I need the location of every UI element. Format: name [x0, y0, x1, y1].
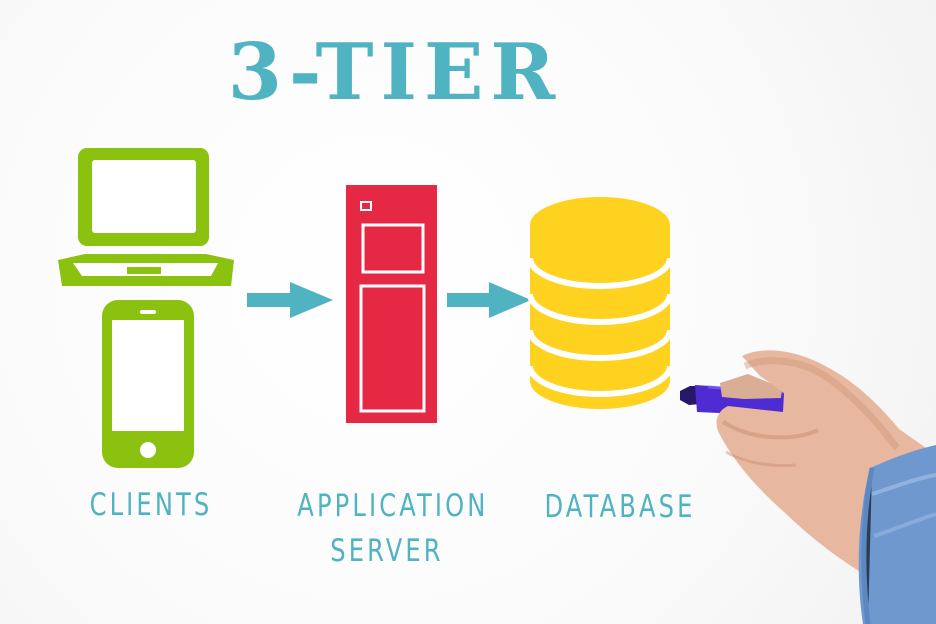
- application-label: APPLICATION: [297, 488, 489, 524]
- clients-label: CLIENTS: [89, 487, 213, 523]
- server-label: SERVER: [330, 533, 444, 569]
- database-label: DATABASE: [544, 489, 696, 525]
- diagram-title: 3-TIER: [227, 27, 563, 118]
